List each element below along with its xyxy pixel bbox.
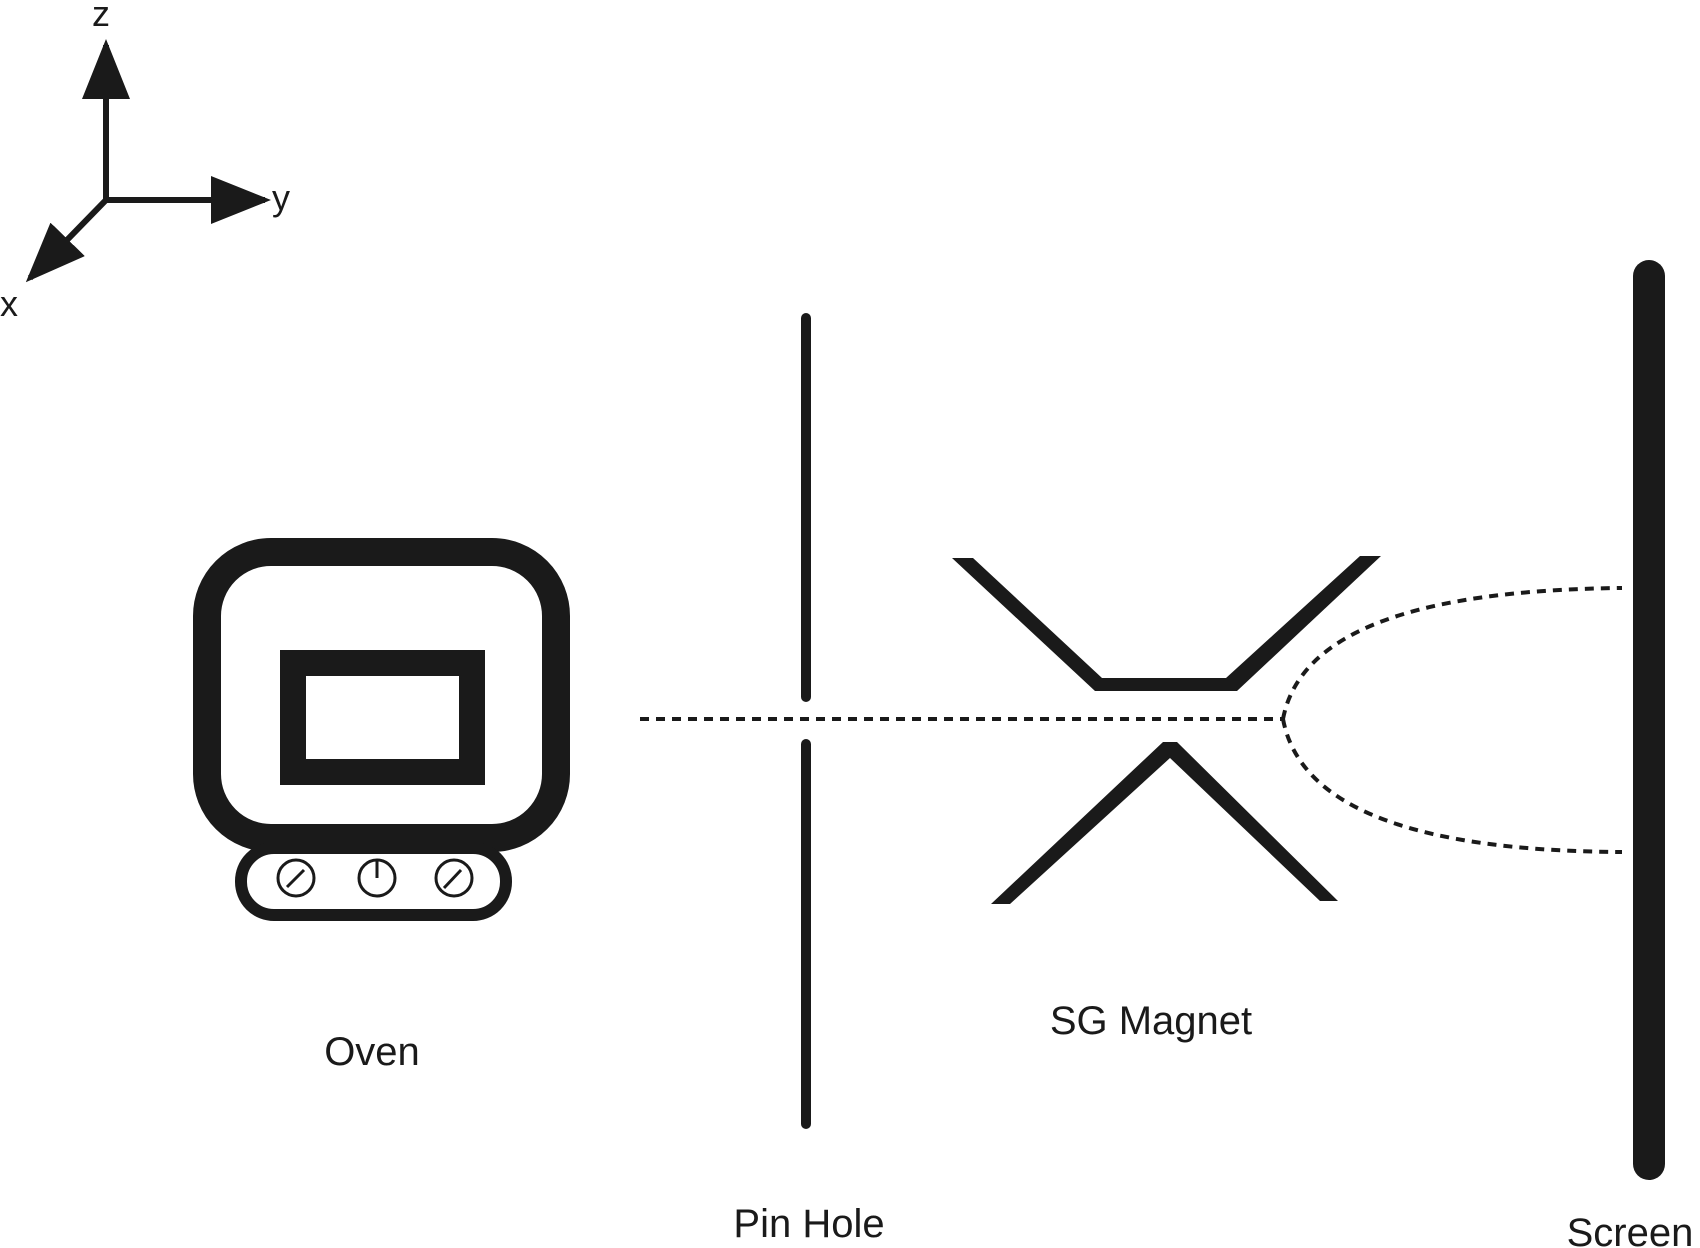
x-axis-label: x	[0, 283, 18, 324]
magnet-upper-pole	[952, 556, 1381, 691]
knob-icon	[276, 858, 316, 898]
knob-icon	[357, 858, 397, 898]
coordinate-axes	[25, 39, 271, 283]
oven-body	[193, 538, 570, 852]
y-axis-label: y	[272, 177, 290, 218]
oven-window	[280, 650, 485, 785]
oven-icon	[193, 538, 570, 921]
deflected-beam-lower	[1281, 718, 1623, 854]
atomic-beam	[640, 586, 1623, 854]
oven-label: Oven	[324, 1030, 420, 1074]
oven-control-panel	[235, 842, 512, 921]
deflected-beam-upper	[1281, 586, 1623, 720]
screen-label: Screen	[1567, 1211, 1694, 1248]
knob-icon	[434, 858, 474, 898]
sg-magnet	[952, 556, 1381, 904]
z-axis-label: z	[92, 0, 110, 34]
pin-hole-label: Pin Hole	[733, 1202, 884, 1246]
magnet-lower-pole	[991, 742, 1338, 904]
sg-magnet-label: SG Magnet	[1050, 999, 1252, 1043]
x-axis-arrow	[25, 197, 109, 283]
